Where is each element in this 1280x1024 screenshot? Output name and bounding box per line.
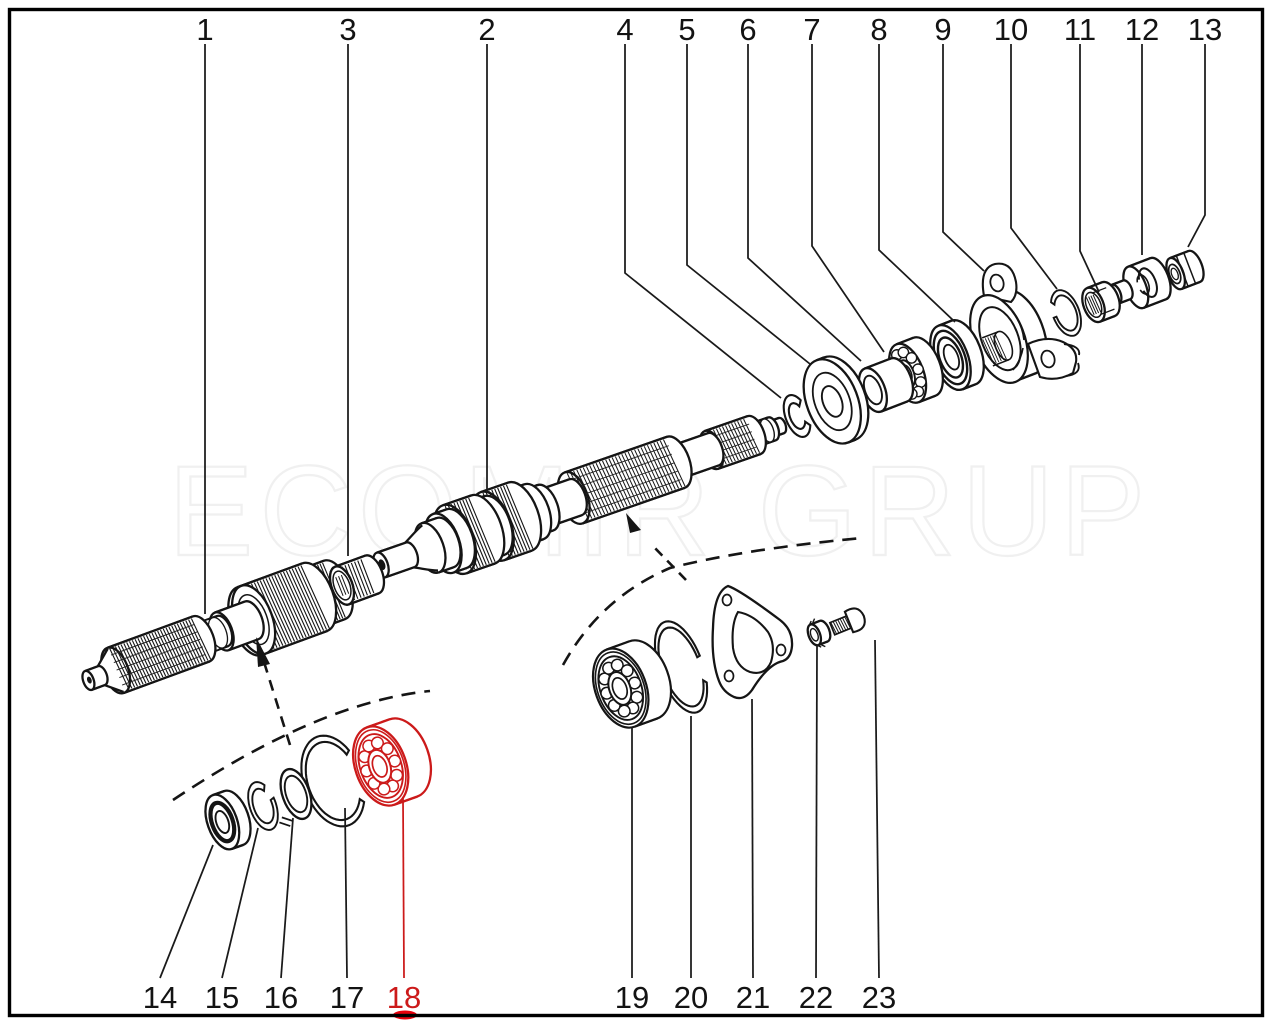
svg-text:23: 23	[862, 980, 896, 1015]
svg-text:20: 20	[674, 980, 708, 1015]
svg-text:18: 18	[387, 980, 421, 1015]
svg-text:19: 19	[615, 980, 649, 1015]
svg-text:9: 9	[934, 12, 951, 47]
svg-text:12: 12	[1125, 12, 1159, 47]
svg-text:7: 7	[803, 12, 820, 47]
svg-text:4: 4	[616, 12, 633, 47]
svg-text:22: 22	[799, 980, 833, 1015]
svg-text:8: 8	[870, 12, 887, 47]
svg-text:6: 6	[739, 12, 756, 47]
svg-text:11: 11	[1064, 12, 1096, 47]
svg-text:10: 10	[994, 12, 1028, 47]
svg-text:21: 21	[736, 980, 770, 1015]
svg-text:3: 3	[339, 12, 356, 47]
svg-text:16: 16	[264, 980, 298, 1015]
svg-text:1: 1	[196, 12, 213, 47]
svg-text:14: 14	[143, 980, 177, 1015]
svg-text:15: 15	[205, 980, 239, 1015]
svg-text:2: 2	[478, 12, 495, 47]
svg-text:13: 13	[1188, 12, 1222, 47]
svg-text:17: 17	[330, 980, 364, 1015]
svg-text:5: 5	[678, 12, 695, 47]
